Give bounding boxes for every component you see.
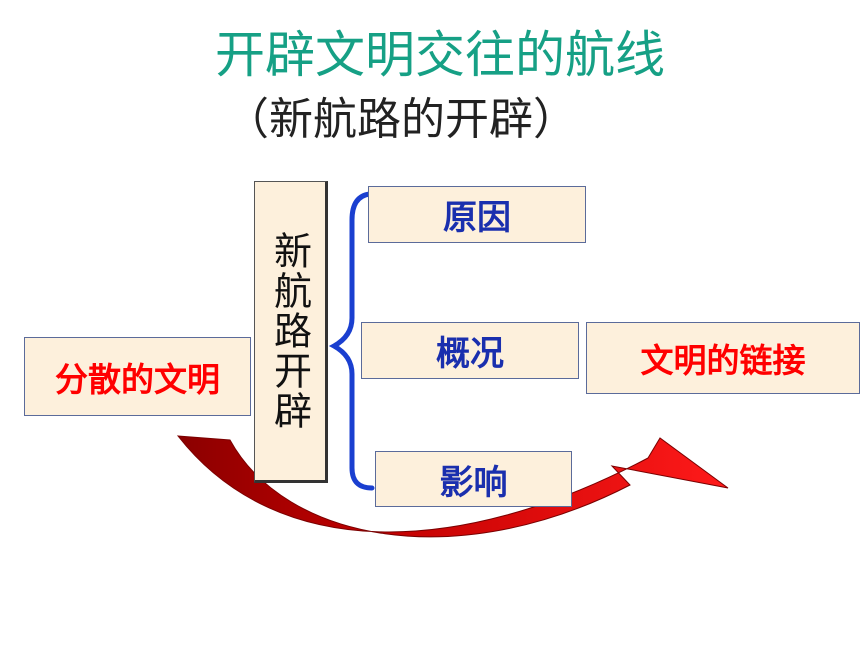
branch-box-reason: 原因 xyxy=(368,186,586,243)
branch-label-reason: 原因 xyxy=(443,198,511,238)
page-subtitle: （新航路的开辟） xyxy=(225,94,577,145)
left-box: 分散的文明 xyxy=(24,337,251,416)
branch-label-overview: 概况 xyxy=(436,334,504,374)
branch-box-overview: 概况 xyxy=(361,322,579,379)
curved-arrow xyxy=(176,435,729,538)
brace xyxy=(328,191,375,491)
center-label-box: 新航路开辟 xyxy=(254,181,328,483)
right-box-label: 文明的链接 xyxy=(640,341,806,380)
branch-label-impact: 影响 xyxy=(439,462,508,503)
center-label: 新航路开辟 xyxy=(267,231,312,431)
branch-box-impact: 影响 xyxy=(375,451,572,507)
left-box-label: 分散的文明 xyxy=(55,359,220,399)
page-title: 开辟文明交往的航线 xyxy=(215,26,665,84)
right-box: 文明的链接 xyxy=(586,322,860,394)
